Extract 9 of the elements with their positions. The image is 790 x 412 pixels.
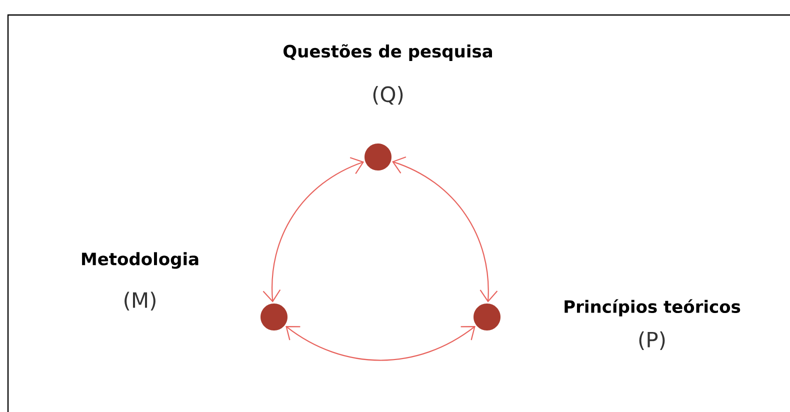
symbol-label: (P) xyxy=(639,331,665,350)
arrow xyxy=(392,156,498,302)
heading: Metodologia xyxy=(82,252,198,269)
heading: Princípios teóricos xyxy=(564,299,740,316)
symbol-label: (M) xyxy=(124,292,156,310)
symbol-label: (Q) xyxy=(373,86,403,105)
arrow xyxy=(286,326,476,361)
heading: Questões de pesquisa xyxy=(284,44,492,61)
arrow xyxy=(262,157,364,302)
